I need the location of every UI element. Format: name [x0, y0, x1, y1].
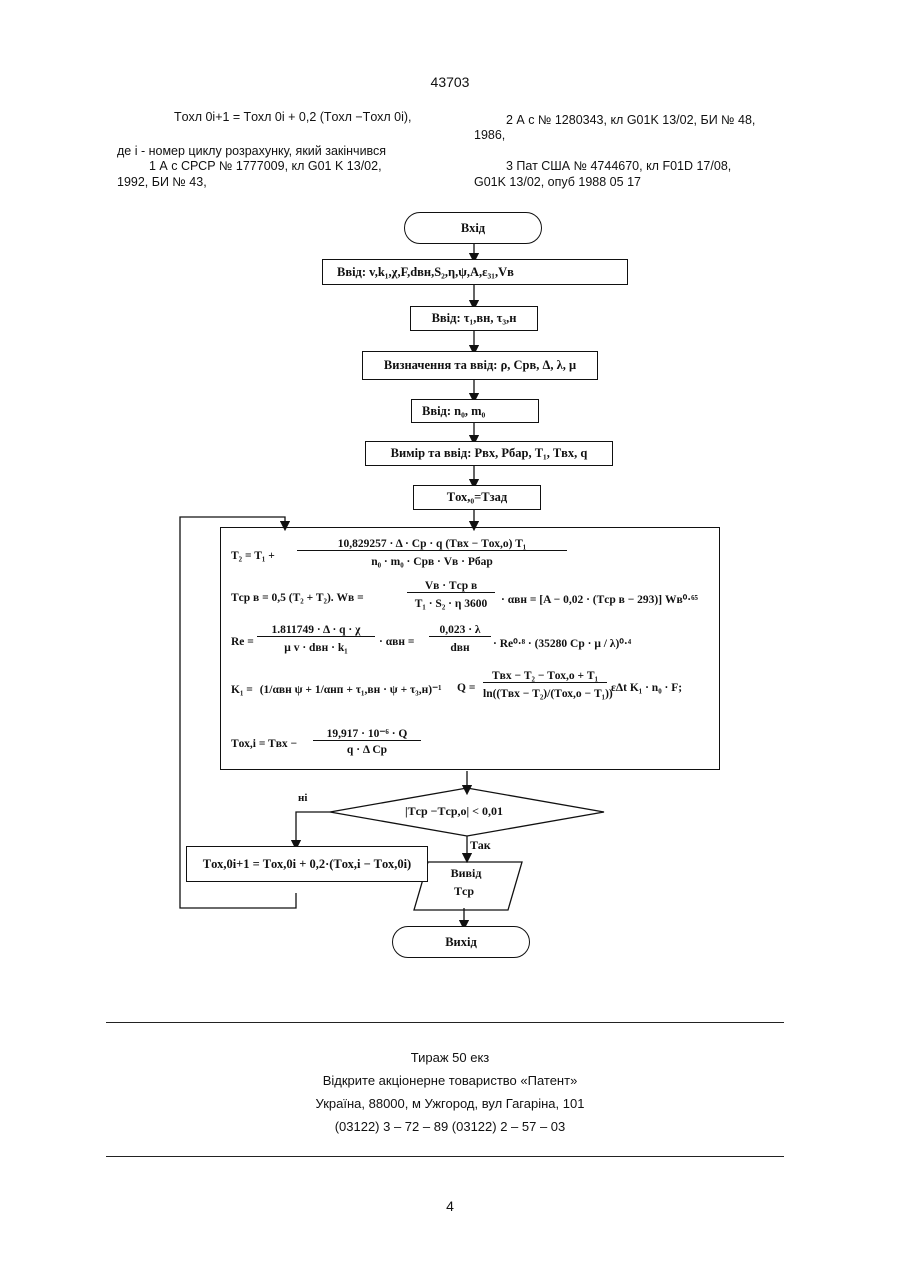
formula-tcp: Tср в = 0,5 (T₂ + T₂). Wв =	[231, 592, 364, 604]
formula-tox-numerator: 19,917 · 10⁻⁶ · Q	[313, 726, 421, 741]
output-value: Tср	[418, 884, 510, 899]
measure-input-box: Вимір та ввід: Pвх, Pбар, T₁, Tвх, q	[365, 441, 613, 466]
input-thickness-box: Ввід: τ₁,вн, τ₃,н	[410, 306, 538, 331]
formula-q-lhs: Q =	[457, 682, 475, 694]
formula-k1-body: (1/αвн ψ + 1/αнп + τ₁,вн · ψ + τ₃,н)⁻¹	[260, 684, 442, 696]
formula-re-numerator: 1.811749 · Δ · q · χ	[257, 624, 375, 637]
formula-w-numerator: Vв · Tср в	[407, 580, 495, 593]
footer-bottom-rule	[106, 1156, 784, 1157]
formula-tox-lhs: Tох,i = Tвх −	[231, 738, 297, 750]
formula-re-tail: · Re⁰·⁸ · (35280 Cр · μ / λ)⁰·⁴	[493, 636, 631, 650]
start-terminal: Вхід	[404, 212, 542, 244]
formula-k1-lhs: K₁ =	[231, 684, 253, 696]
init-temperature-box: Tох,₀=Tзад	[413, 485, 541, 510]
formula-t2-lhs: T₂ = T₁ +	[231, 550, 275, 562]
input-counts-box: Ввід: n₀, m₀	[411, 399, 539, 423]
page-number: 4	[0, 1198, 900, 1214]
no-branch-label: ні	[298, 792, 307, 804]
print-run: Тираж 50 екз	[0, 1050, 900, 1065]
formula-w-denominator: T₁ · S₂ · η 3600	[407, 598, 495, 610]
formula-alpha-denominator: dвн	[429, 642, 491, 654]
formula-t2-denominator: n₀ · m₀ · Cрв · Vв · Pбар	[297, 556, 567, 568]
formula-q-denominator: ln((Tвх − T₂)/(Tох,о − T₁))	[483, 688, 607, 700]
publisher-address: Україна, 88000, м Ужгород, вул Гагаріна,…	[0, 1096, 900, 1111]
publisher: Відкрите акціонерне товариство «Патент»	[0, 1073, 900, 1088]
calculation-block: T₂ = T₁ + 10,829257 · Δ · Cр · q (Tвх − …	[220, 527, 720, 770]
formula-re-lhs: Re =	[231, 636, 254, 648]
footer-top-rule	[106, 1022, 784, 1023]
formula-k1: K₁ = (1/αвн ψ + 1/αнп + τ₁,вн · ψ + τ₃,н…	[231, 682, 442, 696]
define-properties-box: Визначення та ввід: ρ, Cрв, Δ, λ, μ	[362, 351, 598, 380]
formula-q-tail: εΔt K₁ · n₀ · F;	[611, 682, 682, 694]
formula-alpha-numerator: 0,023 · λ	[429, 624, 491, 637]
output-label: Вивід	[418, 866, 514, 881]
input-parameters-box: Ввід: v,k₁,χ,F,dвн,S₂,η,ψ,A,ε₃₁,Vв	[322, 259, 628, 285]
formula-re-denominator: μ v · dвн · k₁	[257, 642, 375, 654]
update-temperature-box: Tох,0i+1 = Tох,0i + 0,2·(Tох,i − Tох,0i)	[186, 846, 428, 882]
formula-alpha-mid: · αвн =	[379, 636, 414, 648]
formula-alpha-vn: · αвн = [A − 0,02 · (Tср в − 293)] Wв⁰·⁶…	[501, 592, 698, 606]
decision-condition: |Tср −Tср,о| < 0,01	[405, 804, 503, 819]
formula-t2: T₂ = T₁ +	[231, 550, 275, 562]
end-terminal: Вихід	[392, 926, 530, 958]
formula-tox-denominator: q · Δ Cр	[313, 744, 421, 756]
formula-t2-numerator: 10,829257 · Δ · Cр · q (Tвх − Tох,о) T₁	[297, 538, 567, 551]
formula-q-numerator: Tвх − T₂ − Tох,о + T₁	[483, 670, 607, 683]
yes-branch-label: Так	[470, 838, 491, 853]
publisher-phones: (03122) 3 – 72 – 89 (03122) 2 – 57 – 03	[0, 1119, 900, 1134]
